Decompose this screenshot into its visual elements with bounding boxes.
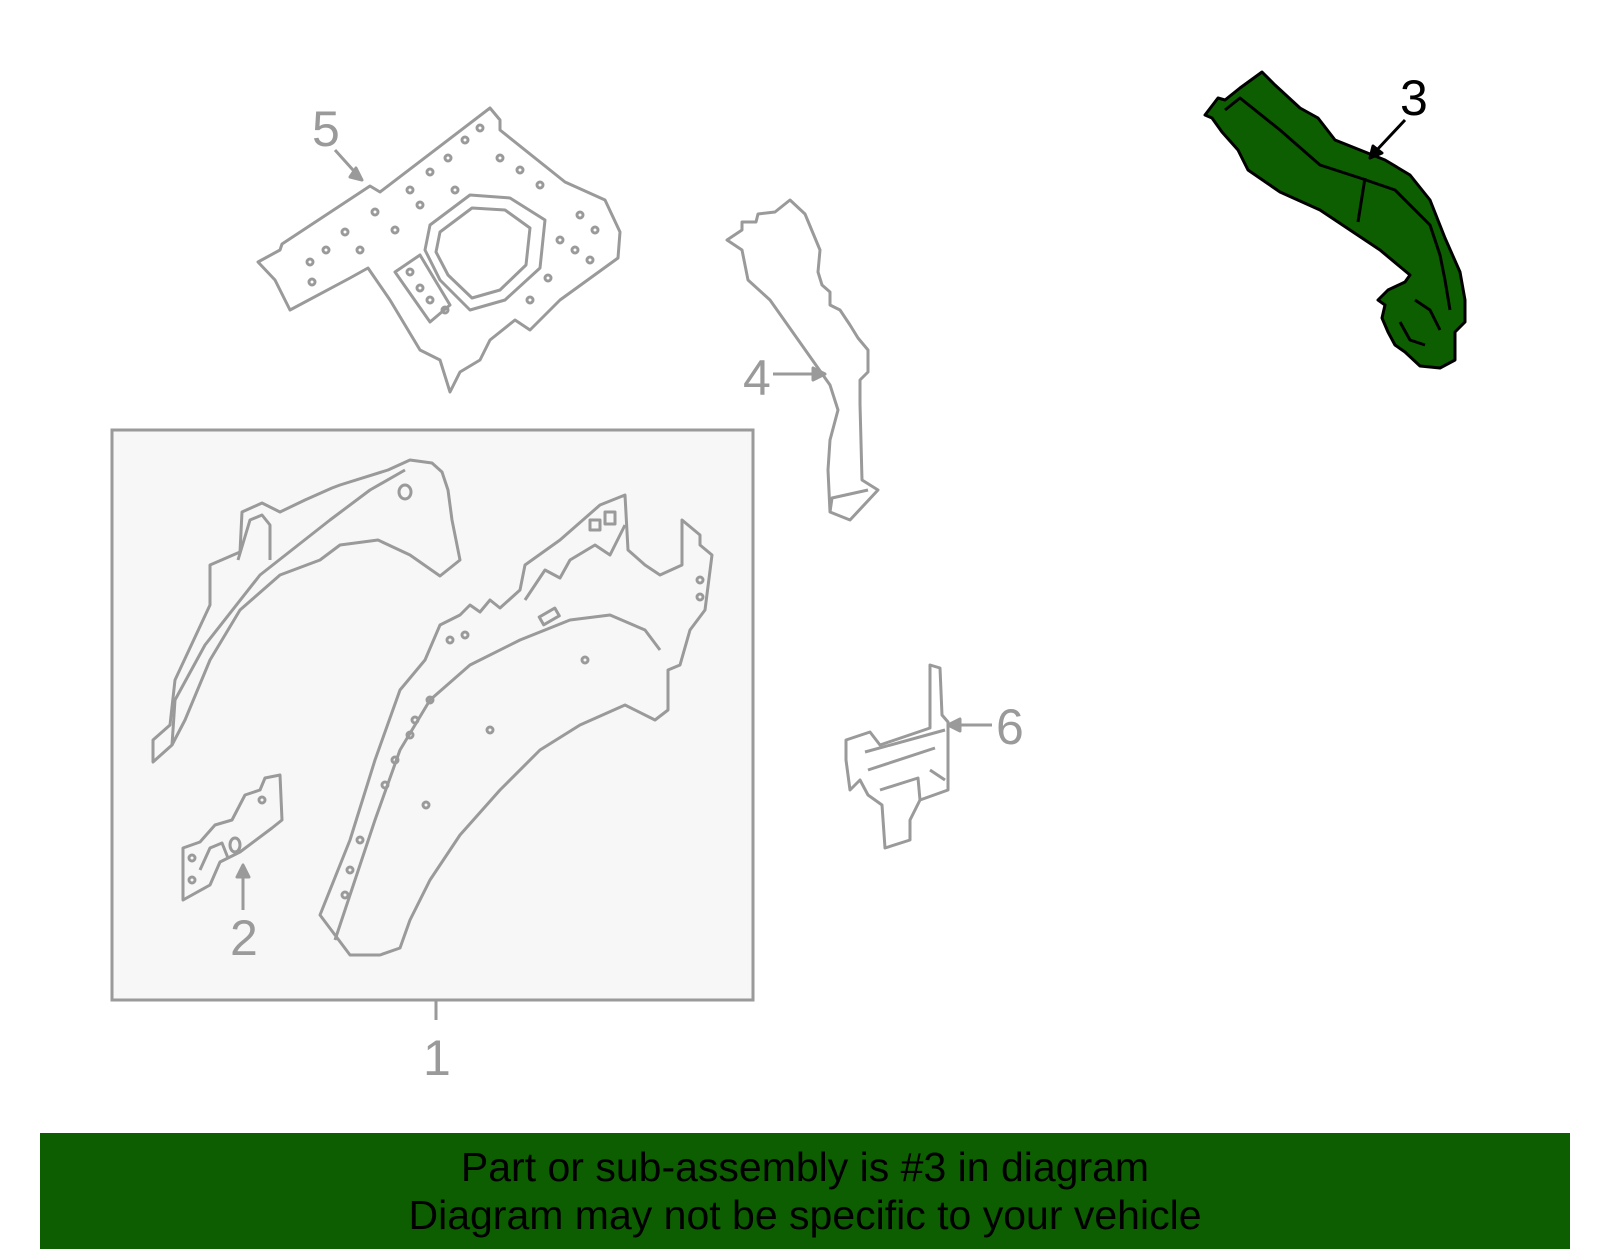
part-6-bracket[interactable] — [844, 663, 992, 850]
callout-3[interactable]: 3 — [1400, 70, 1428, 126]
part-1-upper-rail[interactable] — [151, 458, 462, 764]
callout-6[interactable]: 6 — [996, 699, 1024, 755]
assembly-group-box — [110, 428, 755, 1002]
callout-5[interactable]: 5 — [312, 101, 340, 157]
part-1-wheelhouse[interactable] — [318, 493, 714, 957]
info-banner: Part or sub-assembly is #3 in diagram Di… — [40, 1133, 1570, 1249]
part-3-rail-highlighted[interactable] — [1203, 70, 1467, 370]
callout-1[interactable]: 1 — [423, 1030, 451, 1086]
banner-line-2: Diagram may not be specific to your vehi… — [408, 1192, 1202, 1238]
part-5-inner-panel[interactable] — [256, 106, 622, 394]
part-2-small-bracket[interactable] — [181, 773, 284, 910]
callout-2[interactable]: 2 — [230, 910, 258, 966]
banner-line-1: Part or sub-assembly is #3 in diagram — [460, 1144, 1150, 1190]
callout-4[interactable]: 4 — [743, 350, 771, 406]
part-4-bracket[interactable] — [725, 198, 880, 522]
